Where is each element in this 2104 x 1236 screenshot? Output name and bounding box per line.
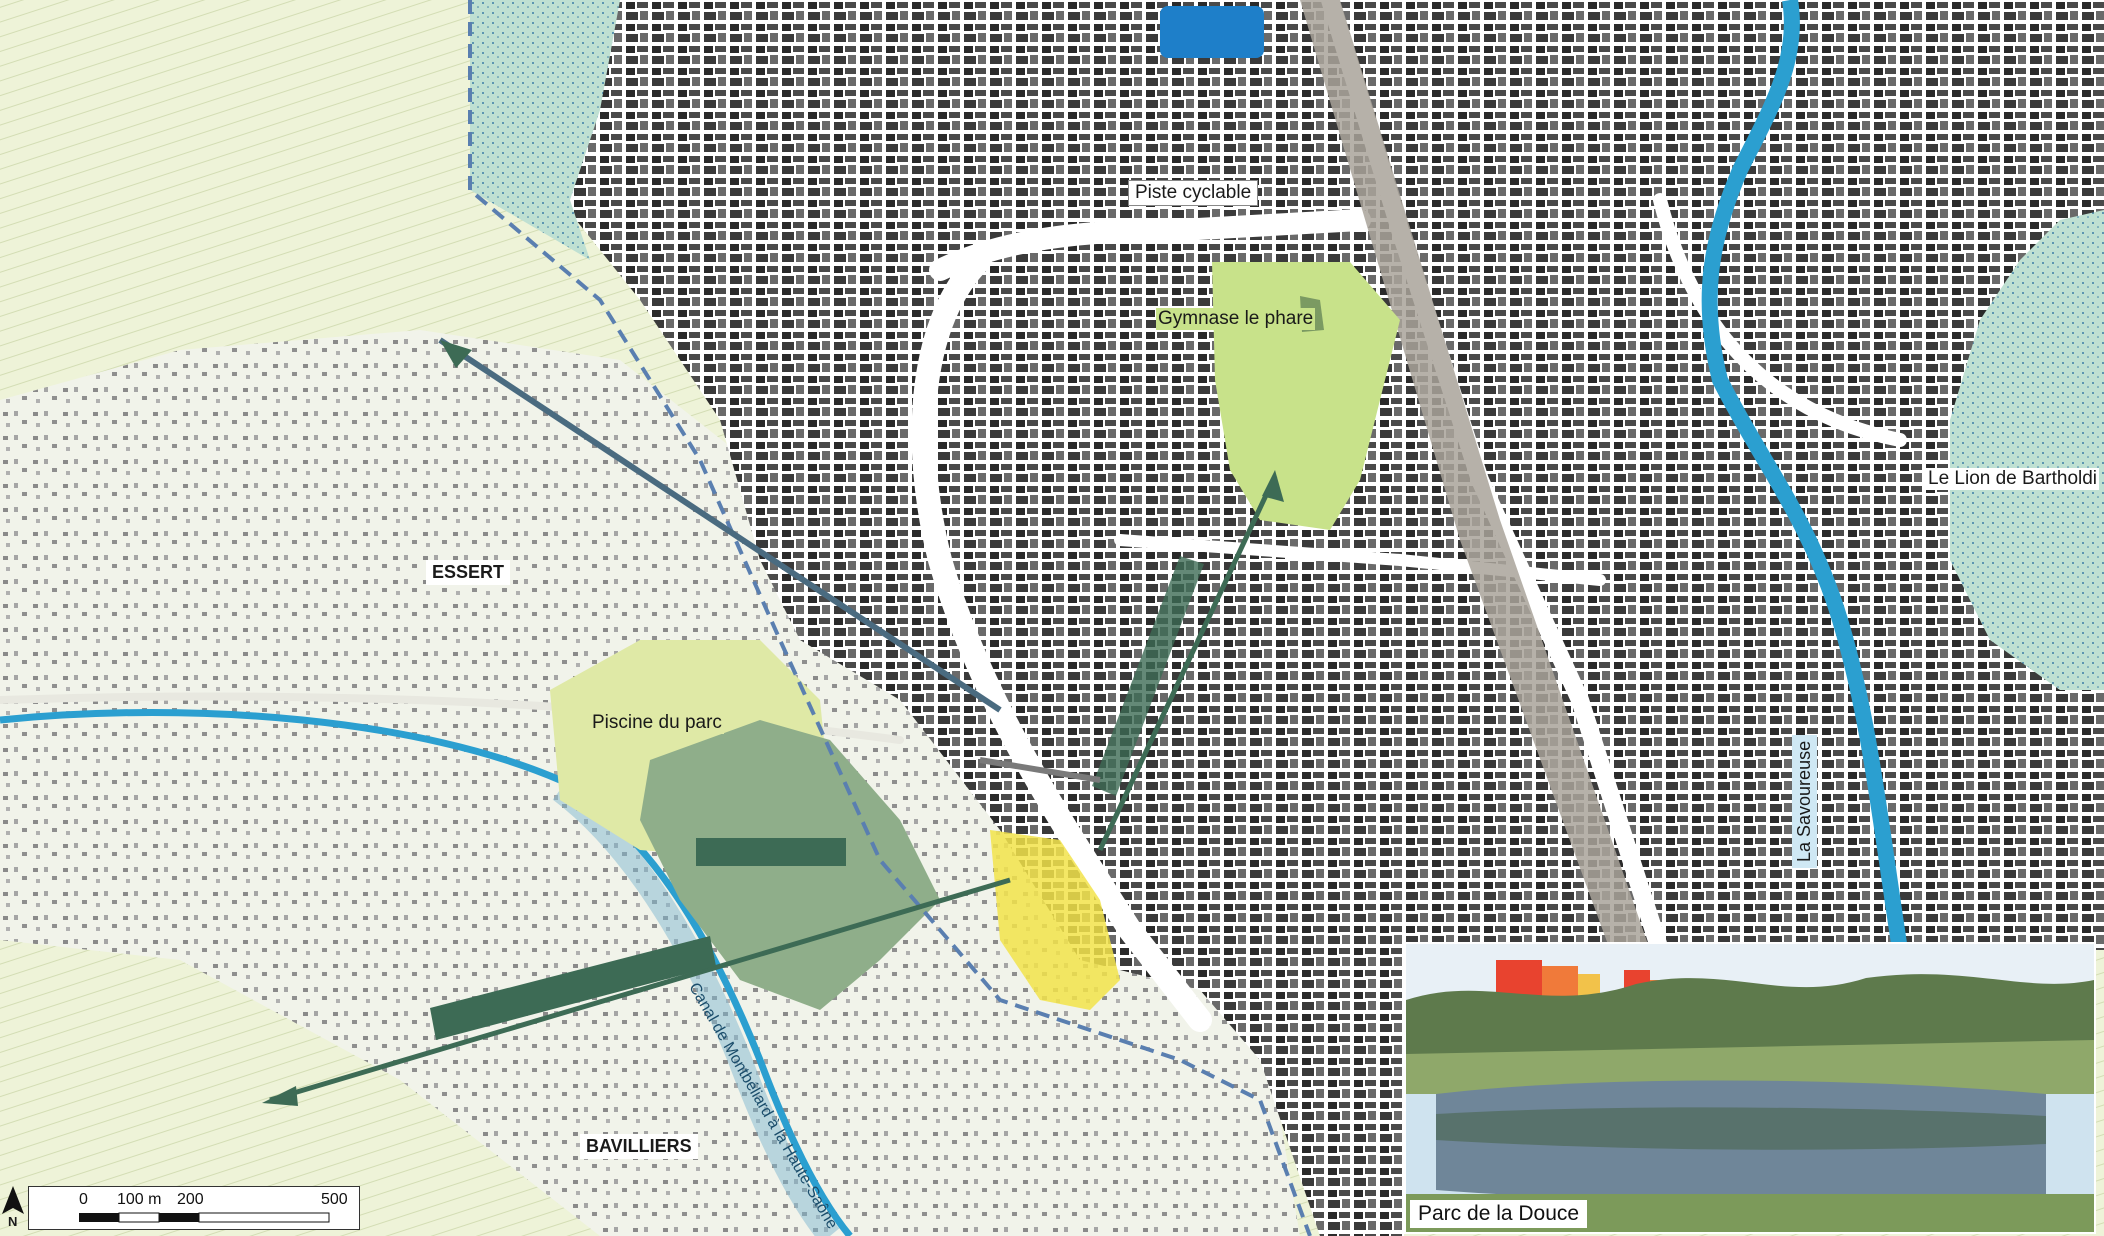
inset-photo-canvas: [1406, 944, 2094, 1232]
scale-bar-graphic: [79, 1212, 330, 1223]
view-arrows: [262, 337, 1284, 1106]
park-east: [1950, 210, 2104, 690]
scale-tick-500: 500: [321, 1191, 348, 1208]
label-bavilliers: BAVILLIERS: [580, 1134, 698, 1159]
inset-caption: Parc de la Douce: [1410, 1200, 1588, 1228]
canal-towpath: [552, 780, 840, 1236]
scale-tick-0: 0: [79, 1191, 88, 1208]
north-label: N: [8, 1214, 18, 1229]
north-arrow-icon: [2, 1186, 24, 1214]
scale-tick-200: 200: [177, 1191, 204, 1208]
label-piscine: Piscine du parc: [590, 712, 724, 734]
scale-bar: 0 100 m 200 500: [28, 1186, 360, 1230]
river-savoureuse: [1701, 0, 1908, 952]
label-lion: Le Lion de Bartholdi: [1926, 468, 2100, 490]
label-gymnase: Gymnase le phare: [1156, 308, 1316, 330]
north-arrow: N: [0, 1184, 26, 1232]
label-essert: ESSERT: [426, 560, 511, 585]
label-piste-cyclable: Piste cyclable: [1128, 180, 1259, 206]
inset-photo: Parc de la Douce: [1404, 942, 2096, 1234]
scale-tick-100: 100 m: [117, 1191, 162, 1208]
park-northwest: [470, 0, 620, 260]
label-savoureuse: La Savoureuse: [1792, 734, 1817, 868]
park-douce-label-bar: [696, 838, 846, 866]
zone-yellow: [990, 830, 1120, 1010]
town-centre: [470, 0, 2104, 1236]
pond-top: [1160, 6, 1264, 58]
district-boundary: [468, 0, 1312, 1236]
railway: [1300, 0, 1650, 950]
